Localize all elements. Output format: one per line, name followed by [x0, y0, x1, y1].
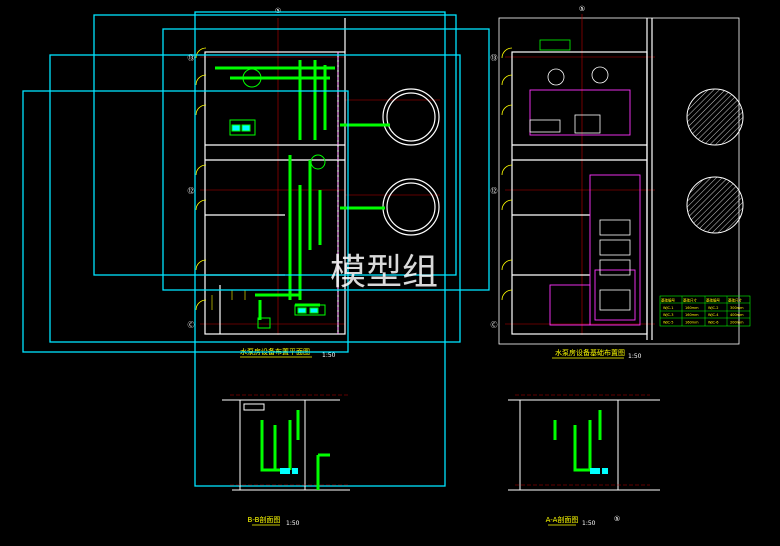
foundation-legend-table: 基础编号 基础尺寸 基础编号 基础尺寸 WJC-1 160mm WJC-2 30… [659, 295, 751, 327]
grid-marker-top-right: ⑤ [579, 5, 585, 13]
grid-marker-row-1: ⑬ [188, 54, 195, 62]
legend-header-4: 基础尺寸 [728, 298, 742, 303]
viewport-frame-5 [194, 11, 446, 487]
grid-marker-right-row-2: ⑫ [491, 187, 498, 195]
legend-cell: WJC-2 [708, 306, 718, 310]
viewport-frame-2 [49, 54, 461, 343]
grid-marker-aa-bottom: ⑤ [614, 515, 620, 523]
viewport-frames [22, 11, 490, 487]
section-bb: B-B剖面图 1:50 [222, 394, 350, 527]
tank-foundation-1 [686, 88, 744, 146]
viewport-frame-3 [93, 14, 457, 276]
legend-cell: WJC-1 [663, 306, 673, 310]
plan-right-foundations [529, 89, 641, 326]
plan-left-doors [195, 47, 207, 311]
legend-header-1: 基础编号 [661, 298, 675, 303]
grid-marker-right-row-3: Ⓒ [491, 321, 498, 329]
legend-cell: 200mm [730, 321, 744, 325]
legend-cell: 300mm [730, 306, 744, 310]
plan-left-scale: 1:50 [322, 352, 336, 359]
plan-left: ⑤ ⑬ ⑫ Ⓒ 水泵房设备布置平面图 1:50 [188, 7, 440, 359]
plan-left-grid-markers: ⑤ ⑬ ⑫ Ⓒ [188, 7, 282, 329]
grid-marker-row-3: Ⓒ [188, 321, 195, 329]
plan-right-title: 水泵房设备基础布置图 [555, 348, 625, 357]
legend-cell: 160mm [685, 306, 699, 310]
grid-marker-row-2: ⑫ [188, 187, 195, 195]
viewport-frame-1 [22, 90, 349, 353]
section-aa-scale: 1:50 [582, 520, 596, 527]
section-bb-title: B-B剖面图 [248, 515, 281, 524]
plan-right: ⑤ ⑬ ⑫ Ⓒ 基础编号 基础尺寸 基础编号 基础尺寸 WJC-1 160mm … [491, 5, 751, 360]
legend-cell: WJC-3 [663, 313, 673, 317]
legend-cell: WJC-5 [663, 321, 673, 325]
plan-left-gridlines [200, 18, 440, 335]
legend-cell: WJC-6 [708, 321, 718, 325]
plan-left-tanks [382, 88, 440, 236]
plan-right-scale: 1:50 [628, 353, 642, 360]
watermark: 模型组 [330, 252, 438, 293]
legend-cell: 160mm [685, 313, 699, 317]
grid-marker-top: ⑤ [275, 7, 281, 15]
legend-cell: 160mm [685, 321, 699, 325]
section-aa: ⑤ A-A剖面图 1:50 [508, 394, 660, 527]
tank-foundation-2 [686, 176, 744, 234]
section-aa-title: A-A剖面图 [546, 515, 579, 524]
legend-cell: 400mm [730, 313, 744, 317]
viewport-frame-4 [162, 28, 490, 291]
legend-header-2: 基础尺寸 [683, 298, 697, 303]
grid-marker-right-row-1: ⑬ [491, 54, 498, 62]
section-bb-scale: 1:50 [286, 520, 300, 527]
legend-cell: WJC-4 [708, 313, 719, 317]
legend-header-3: 基础编号 [706, 298, 720, 303]
watermark-text: 模型组 [330, 252, 438, 293]
